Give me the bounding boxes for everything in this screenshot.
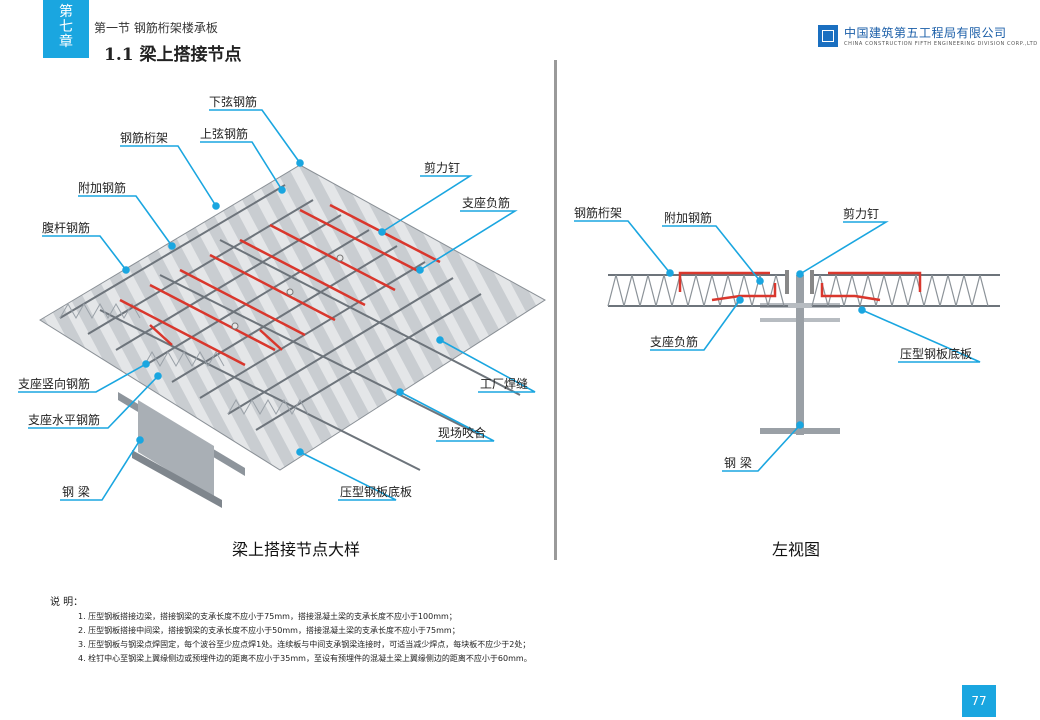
- label-steel-beam: 钢 梁: [62, 484, 90, 499]
- note-item: 4. 栓钉中心至钢梁上翼缘侧边或预埋件边的距离不应小于35mm，至设有预埋件的混…: [78, 654, 532, 663]
- label-additional-bar: 附加钢筋: [78, 180, 126, 195]
- side-label-shear-stud: 剪力钉: [843, 206, 879, 221]
- side-view-truss-lines: [608, 274, 1000, 307]
- figure-divider: [554, 60, 557, 560]
- label-site-interlock: 现场咬合: [438, 425, 486, 440]
- chapter-char-2: 七: [59, 19, 73, 35]
- side-label-steel-beam: 钢 梁: [724, 455, 752, 470]
- truss-lines: [59, 184, 521, 471]
- chapter-char-3: 章: [59, 34, 73, 50]
- label-web-bar: 腹杆钢筋: [42, 220, 90, 235]
- chapter-tab: 第 七 章: [43, 0, 89, 58]
- left-figure-caption: 梁上搭接节点大样: [232, 540, 361, 559]
- label-deck-base: 压型钢板底板: [340, 484, 412, 499]
- right-callouts: 钢筋桁架 附加钢筋 剪力钉 支座负筋 压型钢板底板 钢 梁: [574, 205, 972, 470]
- company-logo: 中国建筑第五工程局有限公司 CHINA CONSTRUCTION FIFTH E…: [818, 24, 1038, 47]
- left-callouts: 下弦钢筋 钢筋桁架 上弦钢筋 剪力钉 附加钢筋 支座负筋 腹杆钢筋 支座竖向钢筋…: [18, 94, 528, 499]
- note-item: 3. 压型钢板与钢梁点焊固定，每个波谷至少应点焊1处。连续板与中间支承钢梁连接时…: [78, 640, 531, 649]
- side-label-additional-bar: 附加钢筋: [664, 210, 712, 225]
- side-view-drawing: [607, 270, 1000, 435]
- page-title: 1.1 梁上搭接节点: [104, 45, 242, 65]
- side-label-truss: 钢筋桁架: [574, 205, 622, 220]
- label-support-vertical-bar: 支座竖向钢筋: [18, 376, 90, 391]
- page-number: 77: [962, 685, 996, 717]
- label-factory-weld: 工厂焊缝: [480, 376, 528, 391]
- label-top-chord: 上弦钢筋: [200, 126, 248, 141]
- company-logo-icon: [818, 24, 838, 47]
- right-figure-caption: 左视图: [772, 540, 821, 559]
- chapter-char-1: 第: [59, 4, 73, 20]
- label-support-neg-bar: 支座负筋: [462, 195, 510, 210]
- leader-lines: [18, 109, 981, 501]
- label-truss: 钢筋桁架: [120, 130, 168, 145]
- notes-heading: 说 明：: [50, 597, 84, 608]
- side-view-rebars: [678, 271, 922, 302]
- note-item: 2. 压型钢板搭接中间梁，搭接钢梁的支承长度不应小于50mm，搭接混凝土梁的支承…: [78, 626, 460, 635]
- label-shear-stud: 剪力钉: [424, 160, 460, 175]
- isometric-drawing: [39, 164, 546, 508]
- note-item: 1. 压型钢板搭接边梁，搭接钢梁的支承长度不应小于75mm，搭接混凝土梁的支承长…: [78, 612, 457, 621]
- deck-plate-graphic: [39, 164, 546, 471]
- label-support-horizontal-bar: 支座水平钢筋: [28, 412, 100, 427]
- section-label: 第一节 钢筋桁架楼承板: [94, 21, 218, 35]
- notes-section: 说 明： 1. 压型钢板搭接边梁，搭接钢梁的支承长度不应小于75mm，搭接混凝土…: [50, 596, 532, 666]
- company-name-cn: 中国建筑第五工程局有限公司: [844, 26, 1007, 40]
- label-bottom-chord: 下弦钢筋: [209, 94, 257, 109]
- side-label-deck-base: 压型钢板底板: [900, 346, 972, 361]
- side-label-support-neg-bar: 支座负筋: [650, 334, 698, 349]
- steel-beam-graphic: [118, 392, 245, 508]
- company-name-en: CHINA CONSTRUCTION FIFTH ENGINEERING DIV…: [844, 41, 1038, 47]
